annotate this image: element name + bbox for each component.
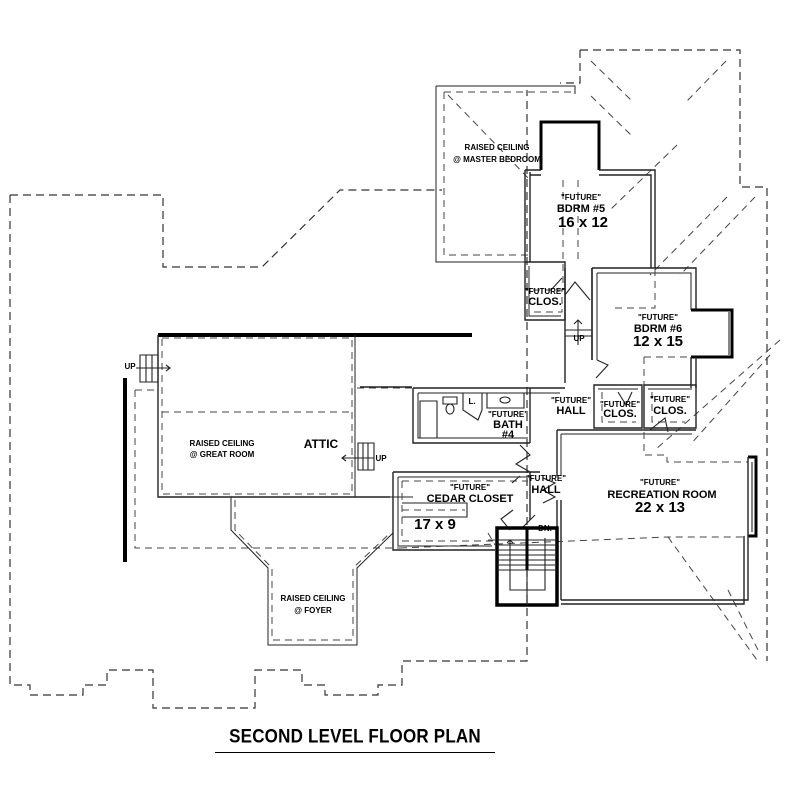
room-number: #4 xyxy=(502,429,515,441)
room-size: 12 x 15 xyxy=(633,333,683,350)
room-name: CLOS. xyxy=(528,296,562,308)
room-tag: "FUTURE" xyxy=(561,193,601,202)
room-name: CLOS. xyxy=(603,408,637,420)
room-name: BDRM #6 xyxy=(634,323,682,335)
room-tag: "FUTURE" xyxy=(488,410,528,419)
room-size: 16 x 12 xyxy=(558,214,608,231)
label-line: @ FOYER xyxy=(294,606,332,615)
room-name: BDRM #5 xyxy=(557,203,605,215)
room-name: HALL xyxy=(531,484,561,496)
toilet-bowl xyxy=(445,403,455,415)
room-tag: "FUTURE" xyxy=(525,287,565,296)
bedroom-5-label: "FUTURE" BDRM #5 16 x 12 xyxy=(557,193,608,231)
cedar-closet-label: "FUTURE" CEDAR CLOSET 17 x 9 xyxy=(414,483,514,533)
room-tag: "FUTURE" xyxy=(551,396,591,405)
label-line: RAISED CEILING xyxy=(281,594,346,603)
room-tag: "FUTURE" xyxy=(638,313,678,322)
attic-up-stair xyxy=(341,442,375,471)
lower-hall-label: "FUTURE" HALL xyxy=(526,474,566,496)
room-name: CLOS. xyxy=(653,405,687,417)
recreation-room-walls xyxy=(399,429,758,605)
room-tag: "FUTURE" xyxy=(650,395,690,404)
sink xyxy=(499,396,511,404)
upper-closet-label: "FUTURE" CLOS. xyxy=(525,287,565,308)
label-line: RAISED CEILING xyxy=(190,439,255,448)
stair-up-hall-label: UP xyxy=(573,334,585,343)
label-line: RAISED CEILING xyxy=(465,143,530,152)
room-name: HALL xyxy=(556,405,586,417)
roof-hip-lines xyxy=(447,60,781,661)
bath-4-label: "FUTURE" BATH #4 L. xyxy=(468,397,528,441)
room-tag: "FUTURE" xyxy=(640,478,680,487)
main-down-stair xyxy=(487,526,559,607)
stair-up-attic-label: UP xyxy=(375,454,387,463)
room-name: RECREATION ROOM xyxy=(607,489,716,501)
stair-down-label: DN. xyxy=(538,524,552,533)
toilet-tank xyxy=(442,396,458,405)
lower-closets-walls xyxy=(593,384,697,433)
label-line: @ MASTER BEDROOM xyxy=(453,155,541,164)
bedroom-6-walls xyxy=(591,265,734,400)
great-room-raised-ceiling-label: RAISED CEILING @ GREAT ROOM xyxy=(190,439,255,459)
upper-closet-walls xyxy=(524,261,593,383)
label-line: @ GREAT ROOM xyxy=(190,450,255,459)
master-raised-ceiling-label: RAISED CEILING @ MASTER BEDROOM xyxy=(453,143,541,164)
right-closet-label: "FUTURE" CLOS. xyxy=(650,395,690,417)
room-name: BATH xyxy=(493,419,523,431)
great-room-attic-walls xyxy=(123,333,472,562)
plan-title: SECOND LEVEL FLOOR PLAN xyxy=(229,725,481,747)
room-size: 22 x 13 xyxy=(635,499,685,516)
room-tag: "FUTURE" xyxy=(600,400,640,409)
title-underline xyxy=(215,752,495,753)
master-raised-ceiling-outline xyxy=(435,85,576,263)
mid-closet-label: "FUTURE" CLOS. xyxy=(600,400,640,420)
bath-4-walls xyxy=(412,387,565,473)
stair-up-left-label: UP xyxy=(124,362,136,371)
recreation-room-label: "FUTURE" RECREATION ROOM 22 x 13 xyxy=(607,478,716,516)
left-up-stair xyxy=(136,354,171,383)
attic-label: ATTIC xyxy=(304,437,339,451)
upper-hall-label: "FUTURE" HALL xyxy=(551,396,591,417)
bathtub xyxy=(419,400,438,439)
linen-label: L. xyxy=(468,397,475,406)
foyer-raised-ceiling-outline xyxy=(230,497,394,646)
bedroom-6-label: "FUTURE" BDRM #6 12 x 15 xyxy=(633,313,683,350)
room-size: 17 x 9 xyxy=(414,516,456,533)
room-name: CEDAR CLOSET xyxy=(427,493,514,505)
foyer-raised-ceiling-label: RAISED CEILING @ FOYER xyxy=(281,594,346,615)
room-tag: "FUTURE" xyxy=(450,483,490,492)
outer-footprint-outline xyxy=(9,49,768,709)
bedroom-5-walls xyxy=(524,120,656,290)
room-tag: "FUTURE" xyxy=(526,474,566,483)
lower-hall-doors xyxy=(500,475,557,531)
